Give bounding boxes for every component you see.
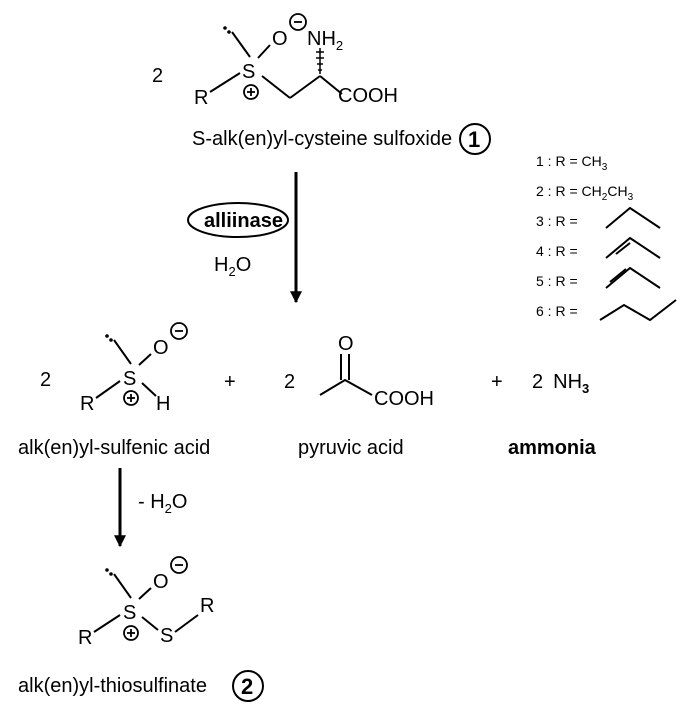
lone-pair-dot (223, 26, 227, 30)
sulfenic-acid-structure: 2 R S O H alk(en)yl-sulfenic acid (18, 322, 210, 459)
water-reagent: H2O (214, 254, 251, 279)
s-s-bond (141, 616, 159, 631)
pyruvic-acid-carboxyl: COOH (374, 388, 434, 410)
thiosulfinate-name: alk(en)yl-thiosulfinate (18, 675, 207, 697)
lone-pair-dot (105, 334, 109, 338)
enzyme-oval (187, 202, 289, 238)
negative-charge-icon (170, 556, 188, 574)
cysteine-sulfoxide-r-group: R (194, 87, 208, 109)
s-o-bond (138, 587, 152, 600)
lone-pair-dot (227, 30, 231, 34)
enzymatic-step: alliinase H2O (187, 172, 302, 304)
compound-number: 1 (468, 127, 480, 152)
dehydration-condition: - H2O (138, 491, 187, 516)
compound-number-circle (459, 123, 491, 155)
thiosulfinate-r-right: R (200, 595, 214, 617)
r-s-bond (95, 380, 121, 399)
lone-pair-bond (231, 31, 251, 58)
sulfenic-acid-r-group: R (80, 393, 94, 415)
pyruvic-acid-name: pyruvic acid (298, 437, 404, 459)
pyruvic-acid-oxygen: O (338, 333, 354, 355)
r-group-3: 3 : R = (536, 213, 578, 229)
ammonia-name: ammonia (508, 437, 597, 459)
plus-sign: + (491, 371, 503, 393)
cysteine-sulfoxide-structure: 2 R S O NH2 COOH S-alk(en)yl-cysteine su… (152, 13, 491, 155)
compound-number: 2 (241, 674, 253, 699)
thiosulfinate-structure: R S O S R alk(en)yl-thiosulfinate 2 (18, 556, 264, 702)
positive-charge-icon (123, 390, 139, 406)
r-group-3-structure (605, 206, 661, 229)
lone-pair-dot (109, 338, 113, 342)
r-group-4-double-bond (615, 242, 631, 255)
lone-pair-bond (113, 573, 132, 599)
cysteine-sulfoxide-name: S-alk(en)yl-cysteine sulfoxide (192, 128, 452, 150)
sulfenic-acid-sulfur: S (123, 368, 136, 390)
lone-pair-dot (105, 568, 109, 572)
r-group-5-structure (605, 266, 661, 289)
sulfenic-acid-coefficient: 2 (40, 369, 51, 391)
s-h-bond (141, 382, 157, 397)
cysteine-sulfoxide-oxygen: O (272, 28, 288, 50)
r-group-legend: 1 : R = CH3 2 : R = CH2CH3 3 : R = 4 : R… (536, 153, 677, 322)
hashed-wedge-bond (316, 48, 324, 74)
s-o-bond (138, 353, 152, 366)
s-o-bond (257, 44, 271, 59)
negative-charge-icon (289, 13, 307, 31)
thiosulfinate-r-left: R (78, 627, 92, 649)
sulfenic-acid-name: alk(en)yl-sulfenic acid (18, 437, 210, 459)
lone-pair-bond (113, 339, 132, 365)
r-s-bond (209, 72, 241, 93)
carboxyl-group: COOH (338, 85, 398, 107)
r-group-4: 4 : R = (536, 243, 578, 259)
plus-sign: + (224, 371, 236, 393)
positive-charge-icon (123, 625, 139, 641)
cysteine-sulfoxide-coefficient: 2 (152, 65, 163, 87)
thiosulfinate-sulfur-1: S (123, 602, 136, 624)
r-group-5: 5 : R = (536, 273, 578, 289)
pyruvic-acid-skeleton (319, 378, 373, 396)
pyruvic-acid-coefficient: 2 (284, 371, 295, 393)
sulfenic-acid-oxygen: O (153, 337, 169, 359)
cysteine-sulfoxide-sulfur: S (242, 61, 255, 83)
r-group-5-double-bond (609, 268, 627, 283)
pyruvic-acid-structure: 2 O COOH pyruvic acid (284, 333, 434, 459)
positive-charge-icon (243, 84, 259, 100)
lone-pair-dot (109, 572, 113, 576)
s-r-bond (174, 614, 199, 633)
r-s-bond (93, 614, 121, 633)
r-group-6-structure (599, 299, 677, 322)
thiosulfinate-oxygen: O (153, 571, 169, 593)
ch2-ca-bond (289, 75, 321, 99)
r-group-4-structure (605, 236, 661, 259)
r-group-1: 1 : R = CH3 (536, 153, 608, 173)
ca-cooh-bond (319, 75, 343, 95)
negative-charge-icon (170, 322, 188, 340)
thiosulfinate-sulfur-2: S (160, 625, 173, 647)
compound-number-circle (232, 670, 264, 702)
r-group-2: 2 : R = CH2CH3 (536, 183, 634, 203)
r-group-6: 6 : R = (536, 303, 578, 319)
enzyme-name: alliinase (204, 210, 283, 232)
dehydration-step: - H2O (114, 468, 187, 548)
sulfenic-acid-hydrogen: H (156, 393, 170, 415)
amine-group: NH2 (307, 28, 343, 53)
s-ch2-bond (261, 75, 291, 99)
